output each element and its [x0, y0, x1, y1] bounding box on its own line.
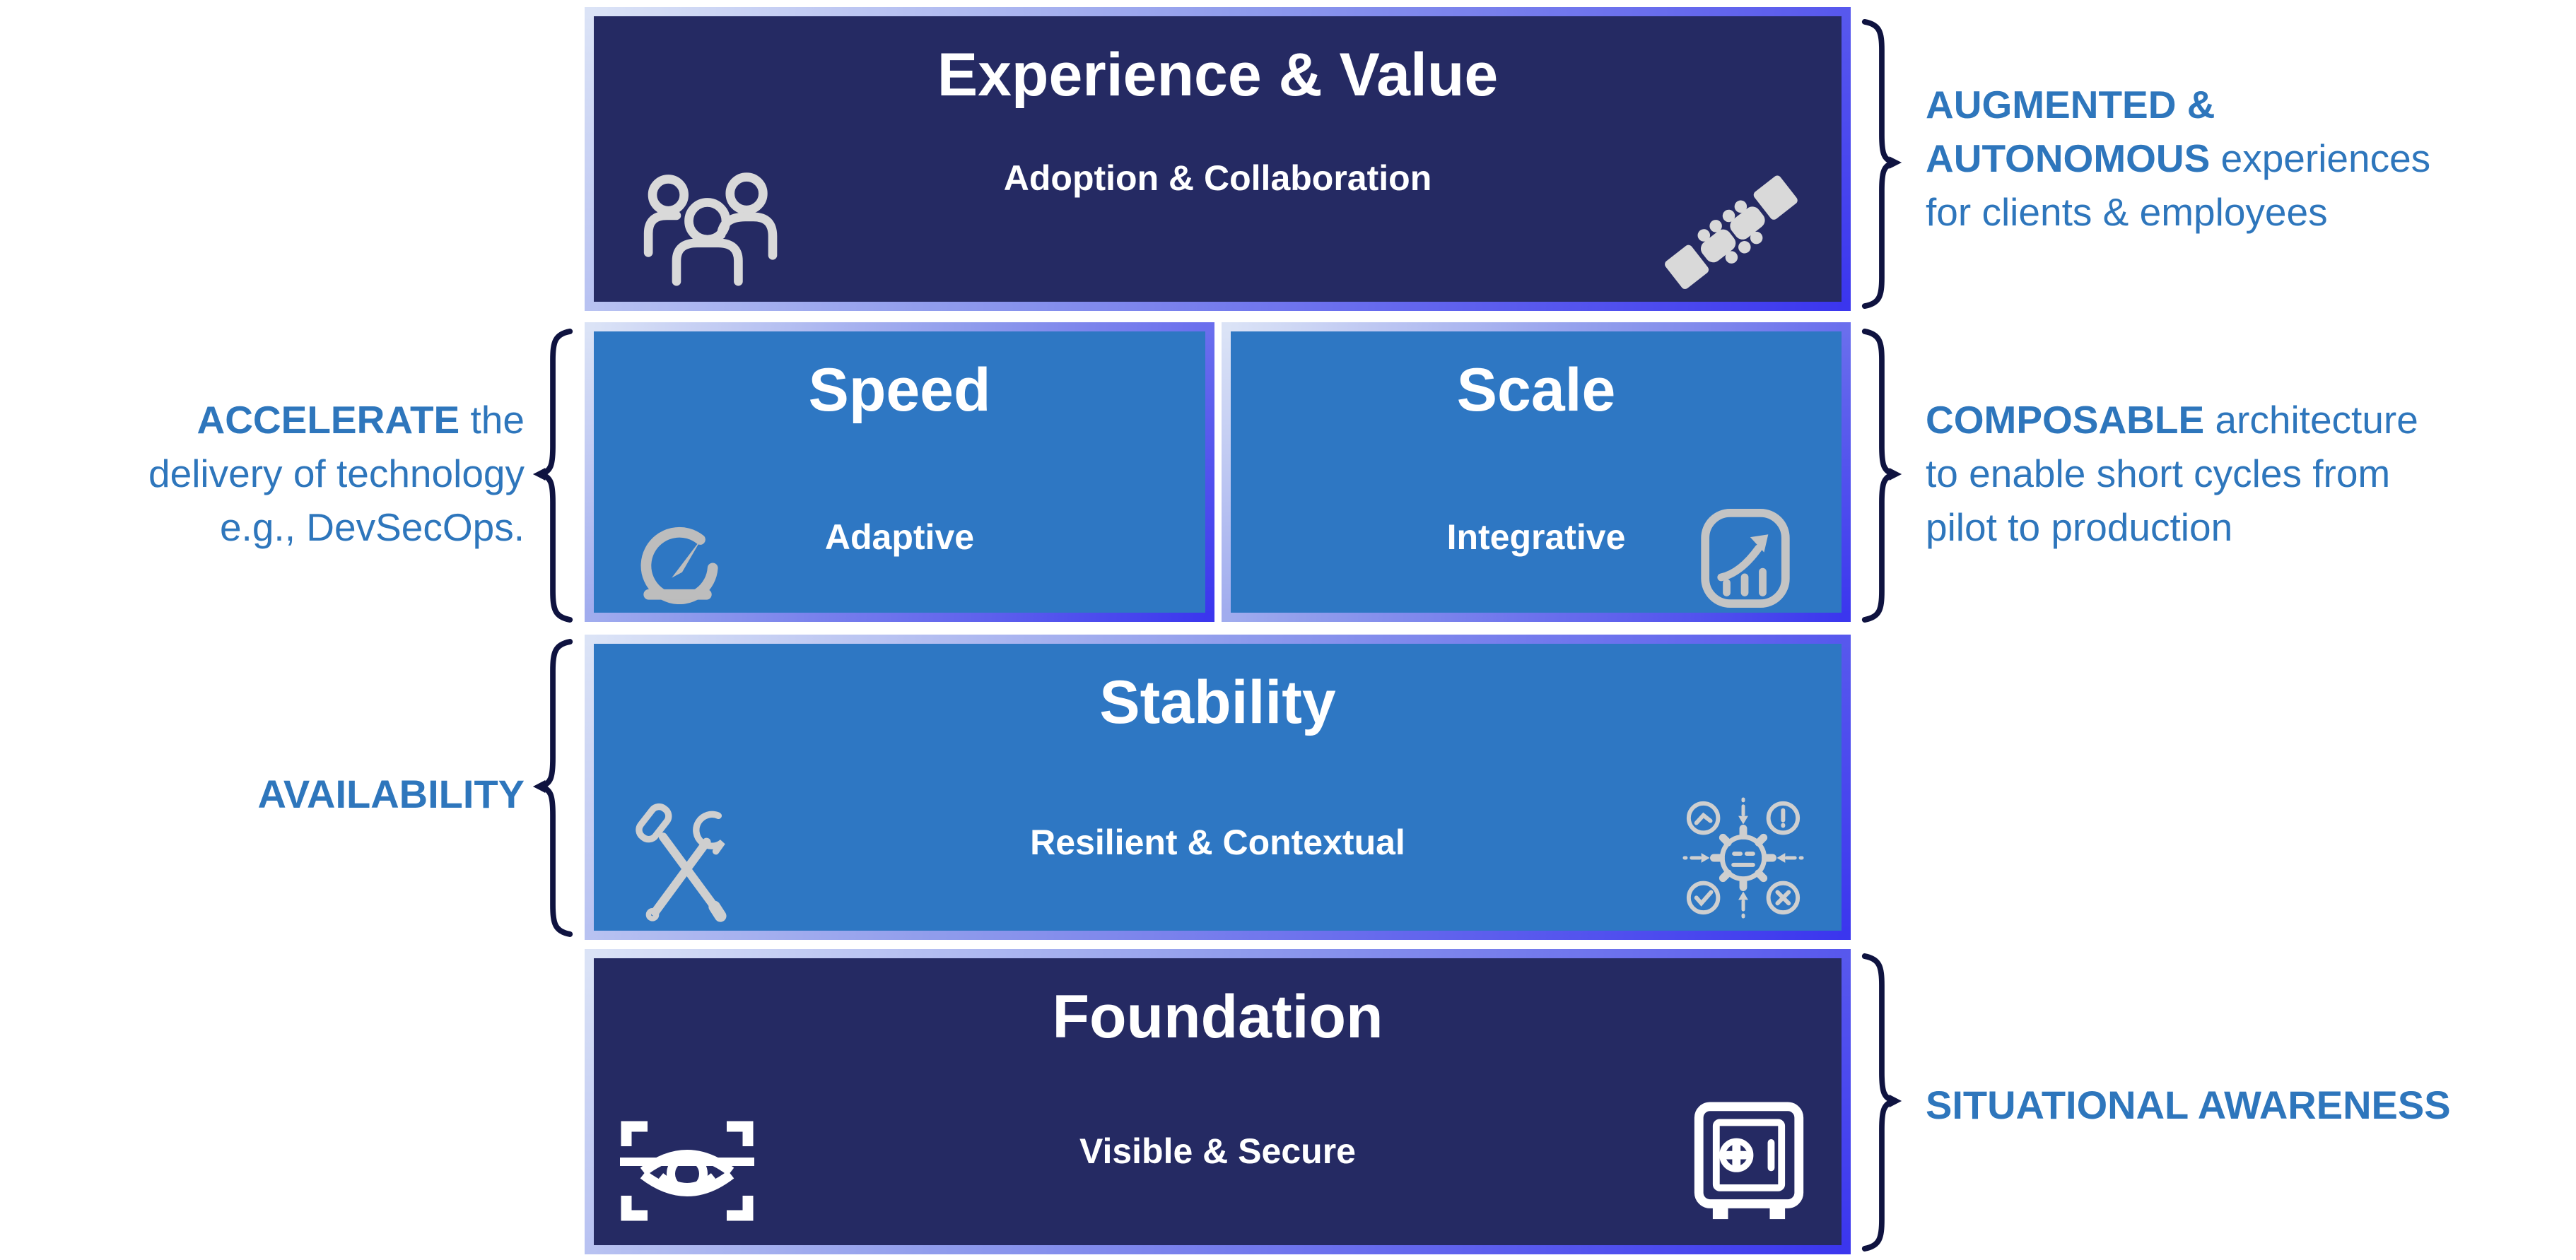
safe-vault-icon: [1693, 1101, 1805, 1223]
people-group-icon: [643, 166, 781, 286]
experience-subtitle: Adoption & Collaboration: [1003, 158, 1432, 198]
annotation-situational-awareness: SITUATIONAL AWARENESS: [1926, 1078, 2451, 1132]
annotation-line: AVAILABILITY: [257, 772, 525, 816]
annotation-line: SITUATIONAL AWARENESS: [1926, 1083, 2451, 1127]
speedometer-icon: [633, 521, 726, 604]
eye-scan-icon: [619, 1118, 755, 1224]
foundation-box: Foundation Visible & Secure: [585, 949, 1851, 1254]
stability-box: Stability Resilient & Contextual: [585, 635, 1851, 940]
brace-stability-left: [532, 638, 575, 938]
handshake-icon: [1656, 171, 1808, 295]
annotation-availability: AVAILABILITY: [258, 767, 525, 821]
stability-subtitle: Resilient & Contextual: [1030, 823, 1405, 862]
growth-chart-icon: [1700, 508, 1791, 608]
stability-title: Stability: [1099, 669, 1336, 736]
scale-title: Scale: [1456, 356, 1616, 424]
annotation-line: COMPOSABLE architecture: [1926, 398, 2418, 442]
experience-title: Experience & Value: [937, 41, 1499, 109]
annotation-augmented-autonomous: AUGMENTED & AUTONOMOUS experiences for c…: [1926, 78, 2430, 239]
annotation-line: AUGMENTED &: [1926, 83, 2215, 126]
annotation-line: e.g., DevSecOps.: [219, 505, 525, 549]
foundation-title: Foundation: [1052, 983, 1383, 1051]
foundation-subtitle: Visible & Secure: [1079, 1131, 1356, 1171]
brace-foundation-right: [1859, 953, 1903, 1252]
brace-scale-right: [1859, 328, 1903, 623]
speed-title: Speed: [808, 356, 991, 424]
annotation-line: delivery of technology: [148, 452, 525, 495]
annotation-line: for clients & employees: [1926, 190, 2328, 234]
scale-subtitle: Integrative: [1446, 517, 1626, 557]
speed-box: Speed Adaptive: [585, 322, 1214, 622]
brace-speed-left: [532, 328, 575, 623]
brace-experience-right: [1859, 18, 1903, 310]
annotation-line: ACCELERATE the: [197, 398, 525, 442]
scale-box: Scale Integrative: [1222, 322, 1851, 622]
gear-status-icon: [1680, 795, 1806, 921]
crossed-tools-icon: [633, 801, 732, 926]
experience-value-box: Experience & Value Adoption & Collaborat…: [585, 7, 1851, 311]
annotation-accelerate: ACCELERATE the delivery of technology e.…: [148, 393, 525, 554]
annotation-composable: COMPOSABLE architecture to enable short …: [1926, 393, 2418, 554]
annotation-line: AUTONOMOUS experiences: [1926, 136, 2431, 180]
speed-subtitle: Adaptive: [824, 517, 975, 557]
annotation-line: to enable short cycles from: [1926, 452, 2391, 495]
annotation-line: pilot to production: [1926, 505, 2233, 549]
